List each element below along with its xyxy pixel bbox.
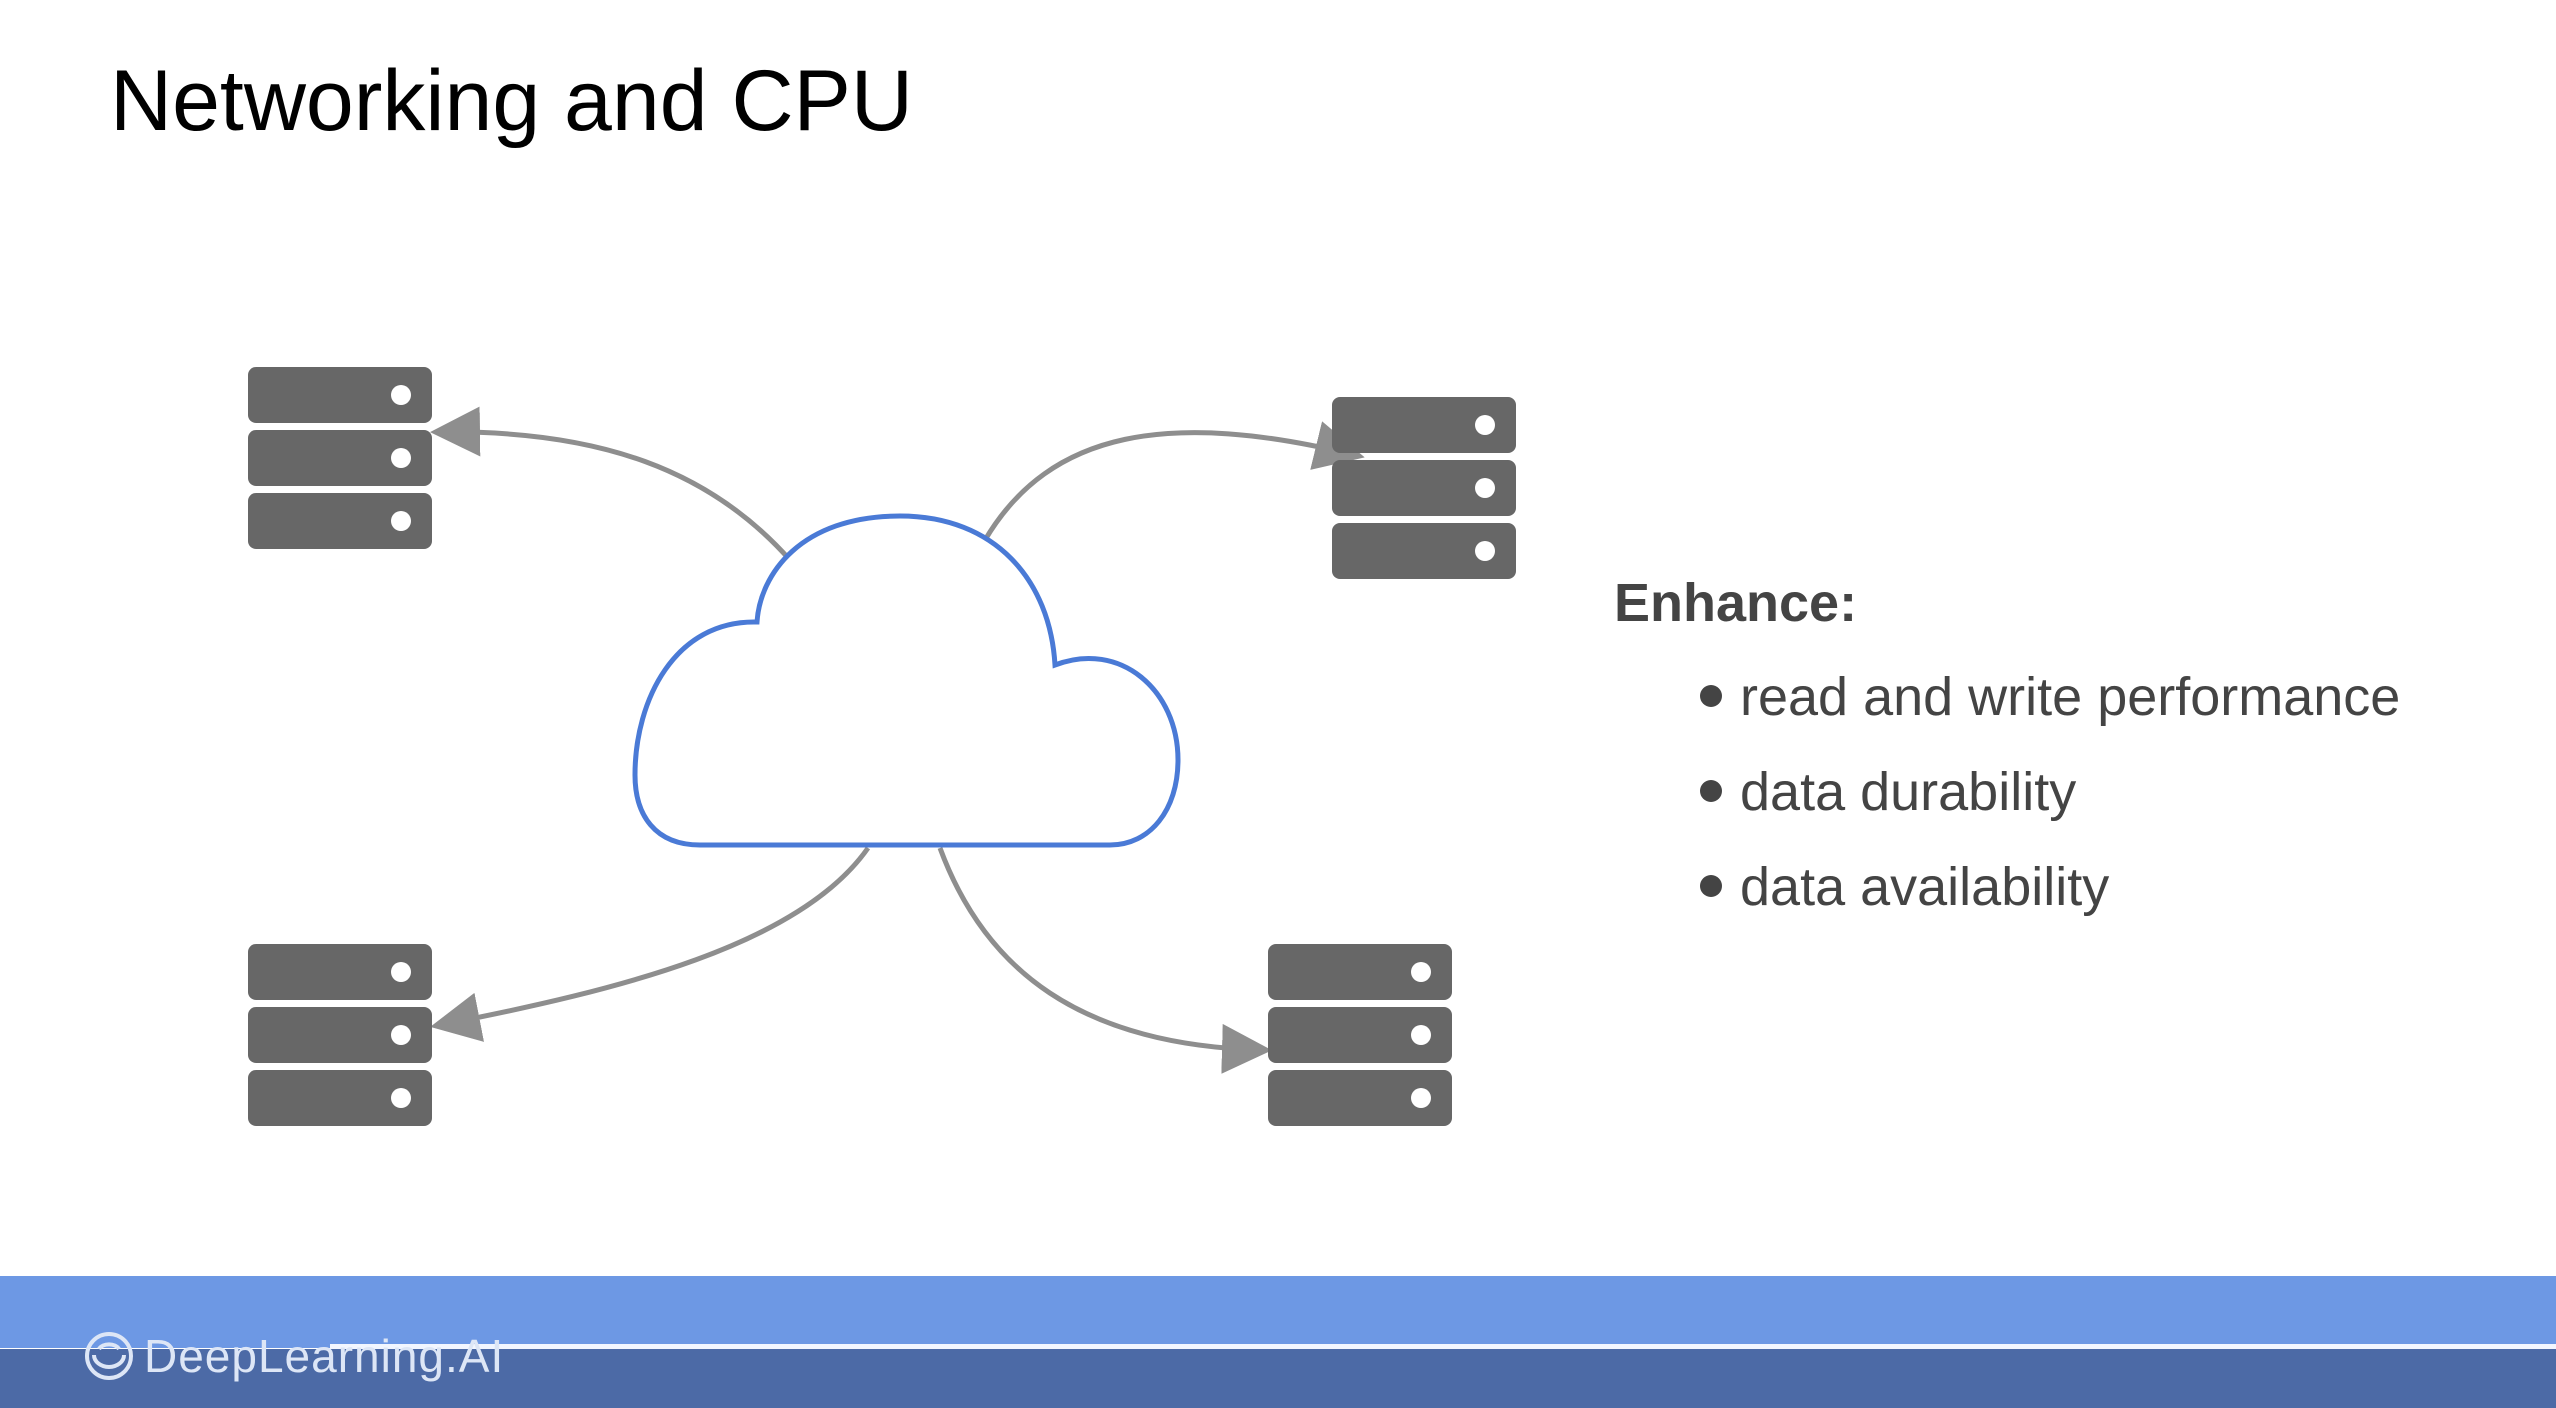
list-item: read and write performance bbox=[1700, 666, 2400, 761]
footer-band bbox=[0, 1276, 2556, 1348]
list-item: data availability bbox=[1700, 856, 2400, 951]
deeplearning-logo-icon bbox=[85, 1332, 133, 1380]
footer-divider bbox=[330, 1344, 2556, 1349]
cloud-icon bbox=[632, 513, 1181, 848]
server-rack-icon bbox=[248, 367, 432, 549]
server-rack-icon bbox=[1332, 397, 1516, 579]
page-title: Networking and CPU bbox=[110, 53, 914, 149]
benefit-list: read and write performance data durabili… bbox=[1700, 666, 2400, 951]
arrow-to-bottom-left-server bbox=[430, 846, 871, 1042]
list-item-text: read and write performance bbox=[1740, 667, 2401, 727]
footer-logo-text: DeepLearning.AI bbox=[144, 1330, 505, 1382]
footer-bottom bbox=[0, 1349, 2556, 1408]
enhance-heading: Enhance: bbox=[1614, 573, 1858, 633]
bullet-icon bbox=[1700, 875, 1722, 897]
list-item-text: data durability bbox=[1740, 762, 2077, 822]
arrow-to-bottom-right-server bbox=[937, 847, 1272, 1074]
list-item: data durability bbox=[1700, 761, 2400, 856]
arrow-to-top-right-server bbox=[982, 421, 1365, 542]
bullet-icon bbox=[1700, 780, 1722, 802]
bullet-icon bbox=[1700, 685, 1722, 707]
arrow-to-top-left-server bbox=[430, 406, 792, 562]
footer-logo: DeepLearning.AI bbox=[84, 1330, 504, 1382]
list-item-text: data availability bbox=[1740, 857, 2110, 917]
server-rack-icon bbox=[1268, 944, 1452, 1126]
server-rack-icon bbox=[248, 944, 432, 1126]
